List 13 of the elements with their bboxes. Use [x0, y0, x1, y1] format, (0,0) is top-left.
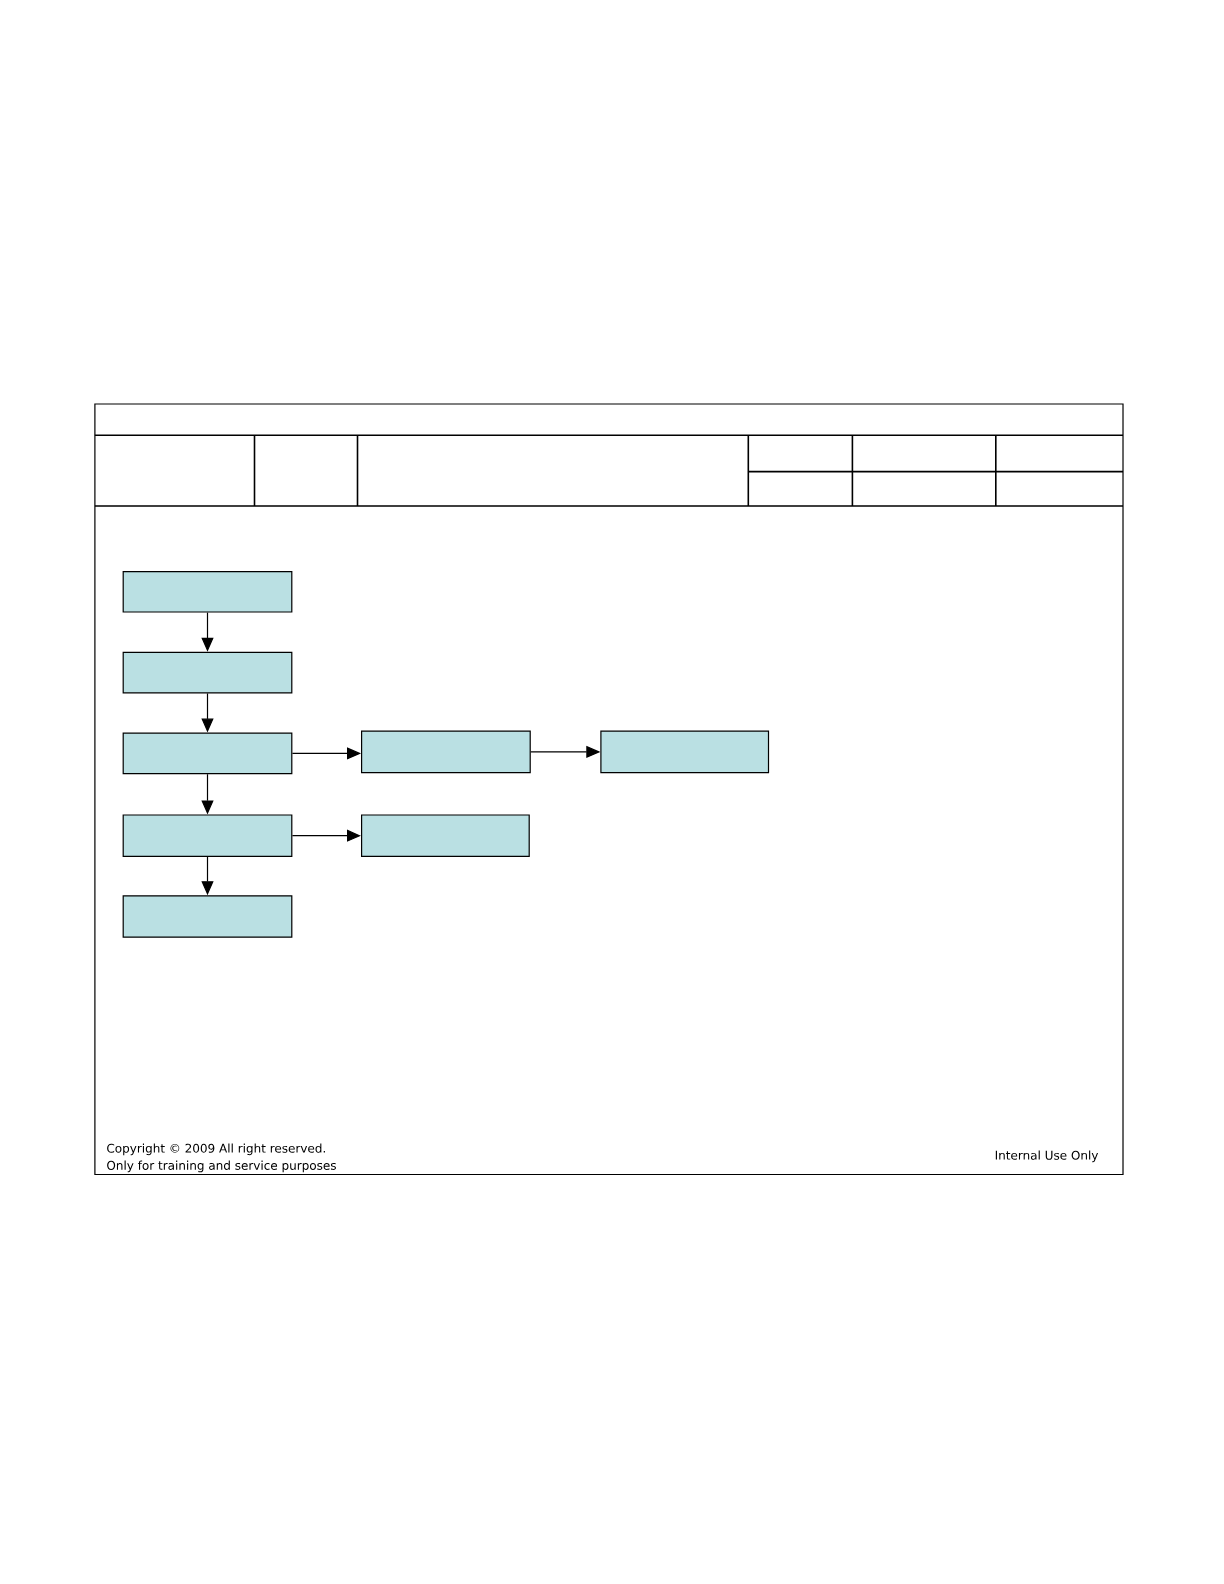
- arrow: [291, 747, 361, 760]
- usage-note: Only for training and service purposes: [107, 1160, 336, 1173]
- process-box: [122, 814, 293, 857]
- process-box: [361, 814, 530, 857]
- copyright-note: Copyright © 2009 All right reserved.: [107, 1143, 325, 1156]
- process-box: [122, 895, 293, 938]
- process-box: [122, 651, 293, 694]
- process-box: [122, 732, 293, 775]
- process-box: [361, 730, 531, 774]
- internal-use-note: Internal Use Only: [995, 1150, 1099, 1163]
- process-box: [122, 571, 293, 613]
- process-box: [600, 730, 770, 774]
- arrow: [291, 829, 361, 842]
